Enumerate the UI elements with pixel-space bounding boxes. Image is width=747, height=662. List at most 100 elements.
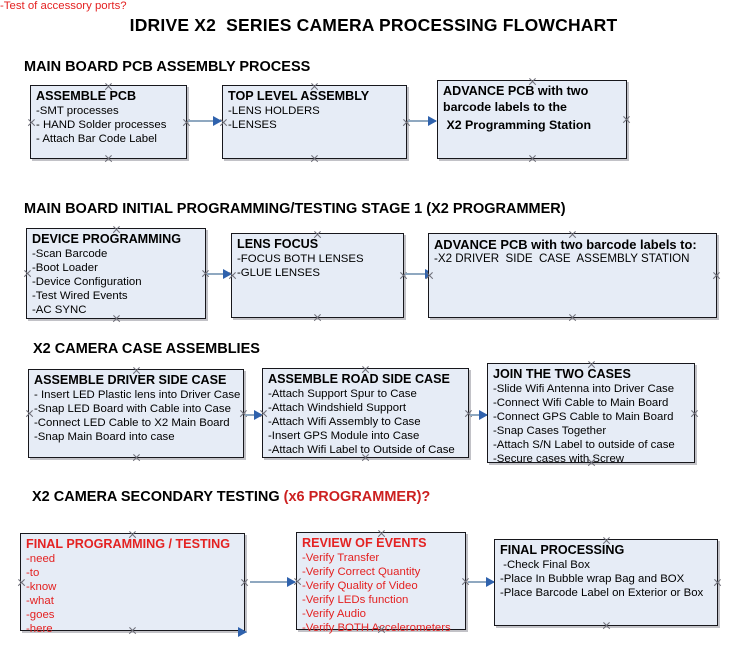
section-header-4-accent: (x6 PROGRAMMER)? — [283, 489, 431, 505]
node-line: -Snap Cases Together — [493, 425, 607, 437]
resize-handle-right[interactable] — [712, 271, 721, 280]
node-line: -AC SYNC — [32, 304, 87, 316]
node-advance-pcb-driver-side[interactable]: ADVANCE PCB with two barcode labels to: … — [428, 233, 717, 318]
node-line: -LENS HOLDERS — [228, 105, 320, 117]
node-line: -Secure cases with Screw — [493, 453, 625, 465]
node-body: ADVANCE PCB with two barcode labels to t… — [443, 84, 624, 134]
node-lens-focus[interactable]: LENS FOCUS -FOCUS BOTH LENSES -GLUE LENS… — [231, 233, 404, 318]
node-body: ASSEMBLE ROAD SIDE CASE -Attach Support … — [268, 372, 466, 457]
node-line: -Insert GPS Module into Case — [268, 430, 420, 442]
node-join-the-two-cases[interactable]: JOIN THE TWO CASES -Slide Wifi Antenna i… — [487, 363, 695, 466]
resize-handle-bottom[interactable] — [528, 154, 537, 163]
node-title: LENS FOCUS — [237, 237, 319, 251]
node-line: -to — [26, 567, 40, 579]
node-title: ASSEMBLE PCB — [36, 89, 137, 103]
node-body: TOP LEVEL ASSEMBLY -LENS HOLDERS -LENSES — [228, 89, 404, 132]
node-body: JOIN THE TWO CASES -Slide Wifi Antenna i… — [493, 367, 692, 466]
node-body: REVIEW OF EVENTS -Verify Transfer -Verif… — [302, 536, 463, 635]
resize-handle-bottom[interactable] — [104, 154, 113, 163]
node-line: -Boot Loader — [32, 262, 98, 274]
node-line: -Verify Audio — [302, 608, 366, 620]
resize-handle-bottom[interactable] — [602, 621, 611, 630]
node-line: barcode labels to the — [443, 100, 567, 114]
node-line: -here — [26, 623, 53, 635]
node-line: -what — [26, 595, 54, 607]
node-line: -need — [26, 553, 56, 565]
node-line: -GLUE LENSES — [237, 267, 320, 279]
node-title: JOIN THE TWO CASES — [493, 367, 631, 381]
connector-arrow — [245, 410, 263, 420]
resize-handle-bottom[interactable] — [313, 313, 322, 322]
resize-handle-bottom[interactable] — [568, 313, 577, 322]
node-line: -Connect Wifi Cable to Main Board — [493, 397, 669, 409]
node-assemble-driver-side-case[interactable]: ASSEMBLE DRIVER SIDE CASE - Insert LED P… — [28, 369, 244, 458]
node-line: -Attach Wifi Assembly to Case — [268, 416, 421, 428]
node-body: LENS FOCUS -FOCUS BOTH LENSES -GLUE LENS… — [237, 237, 401, 280]
node-line: -Verify LEDs function — [302, 594, 409, 606]
node-line: -Attach Wifi Label to Outside of Case — [268, 444, 455, 456]
section-header-3: X2 CAMERA CASE ASSEMBLIES — [33, 341, 260, 357]
connector-arrow — [250, 577, 296, 587]
node-assemble-road-side-case[interactable]: ASSEMBLE ROAD SIDE CASE -Attach Support … — [262, 368, 469, 458]
node-title: TOP LEVEL ASSEMBLY — [228, 89, 370, 103]
node-title: ADVANCE PCB with two barcode labels to: — [434, 237, 697, 252]
node-line: - Insert LED Plastic lens into Driver Ca… — [34, 389, 241, 401]
node-line: -Verify BOTH Accelerometers — [302, 622, 451, 634]
node-line: X2 Programming Station — [443, 117, 592, 132]
resize-handle-bottom[interactable] — [310, 154, 319, 163]
node-body: DEVICE PROGRAMMING -Scan Barcode -Boot L… — [32, 232, 203, 317]
node-line: -Snap LED Board with Cable into Case — [34, 403, 231, 415]
node-line: -Connect GPS Cable to Main Board — [493, 411, 674, 423]
node-line: -X2 DRIVER SIDE CASE ASSEMBLY STATION — [434, 252, 690, 265]
node-advance-pcb-station[interactable]: ADVANCE PCB with two barcode labels to t… — [437, 80, 627, 159]
page-title: IDRIVE X2 SERIES CAMERA PROCESSING FLOWC… — [129, 15, 618, 35]
node-line: -Attach S/N Label to outside of case — [493, 439, 675, 451]
node-line: - HAND Solder processes — [36, 119, 167, 131]
node-title: REVIEW OF EVENTS — [302, 536, 427, 550]
node-body: FINAL PROGRAMMING / TESTING -need -to -k… — [26, 537, 242, 636]
node-body: FINAL PROCESSING -Check Final Box -Place… — [500, 543, 715, 600]
node-line: -LENSES — [228, 119, 277, 131]
node-line: -SMT processes — [36, 105, 119, 117]
node-title: ADVANCE PCB with two — [443, 84, 589, 98]
node-title: DEVICE PROGRAMMING — [32, 232, 182, 246]
resize-handle-left[interactable] — [23, 269, 32, 278]
node-line: -Check Final Box — [500, 559, 590, 571]
node-line: -Verify Quality of Video — [302, 580, 418, 592]
connector-arrow — [468, 577, 495, 587]
node-line: -know — [26, 581, 57, 593]
node-assemble-pcb[interactable]: ASSEMBLE PCB -SMT processes - HAND Solde… — [30, 85, 187, 159]
resize-handle-left[interactable] — [17, 578, 26, 587]
connector-arrow — [207, 269, 232, 279]
node-line: -FOCUS BOTH LENSES — [237, 253, 364, 265]
node-body: ASSEMBLE PCB -SMT processes - HAND Solde… — [36, 89, 184, 146]
node-top-level-assembly[interactable]: TOP LEVEL ASSEMBLY -LENS HOLDERS -LENSES — [222, 85, 407, 159]
node-line: -Attach Windshield Support — [268, 402, 407, 414]
node-line: -Device Configuration — [32, 276, 142, 288]
node-review-of-events[interactable]: REVIEW OF EVENTS -Verify Transfer -Verif… — [296, 532, 466, 634]
section-header-4: X2 CAMERA SECONDARY TESTING (x6 PROGRAMM… — [32, 489, 430, 505]
node-line: -goes — [26, 609, 55, 621]
resize-handle-bottom[interactable] — [132, 453, 141, 462]
node-final-programming-testing[interactable]: FINAL PROGRAMMING / TESTING -need -to -k… — [17, 533, 245, 635]
node-final-processing[interactable]: FINAL PROCESSING -Check Final Box -Place… — [494, 539, 718, 626]
node-line: -Slide Wifi Antenna into Driver Case — [493, 383, 675, 395]
node-title: ASSEMBLE DRIVER SIDE CASE — [34, 373, 227, 387]
node-line: -Place Barcode Label on Exterior or Box — [500, 587, 704, 599]
node-line: -Verify Transfer — [302, 552, 380, 564]
node-line: -Verify Correct Quantity — [302, 566, 421, 578]
node-body: ADVANCE PCB with two barcode labels to: … — [434, 237, 714, 266]
connector-arrow — [188, 116, 222, 126]
section-header-4-text: X2 CAMERA SECONDARY TESTING — [32, 489, 284, 505]
resize-handle-left[interactable] — [25, 409, 34, 418]
node-body: ASSEMBLE DRIVER SIDE CASE - Insert LED P… — [34, 373, 241, 444]
node-title: FINAL PROCESSING — [500, 543, 625, 557]
node-line: -Attach Support Spur to Case — [268, 388, 417, 400]
node-line: -Connect LED Cable to X2 Main Board — [34, 417, 230, 429]
section-header-1: MAIN BOARD PCB ASSEMBLY PROCESS — [24, 59, 311, 75]
node-line-overflow: -Test of accessory ports? — [0, 0, 127, 12]
node-line: -Scan Barcode — [32, 248, 108, 260]
resize-handle-left[interactable] — [27, 118, 36, 127]
node-device-programming[interactable]: DEVICE PROGRAMMING -Scan Barcode -Boot L… — [26, 228, 206, 319]
